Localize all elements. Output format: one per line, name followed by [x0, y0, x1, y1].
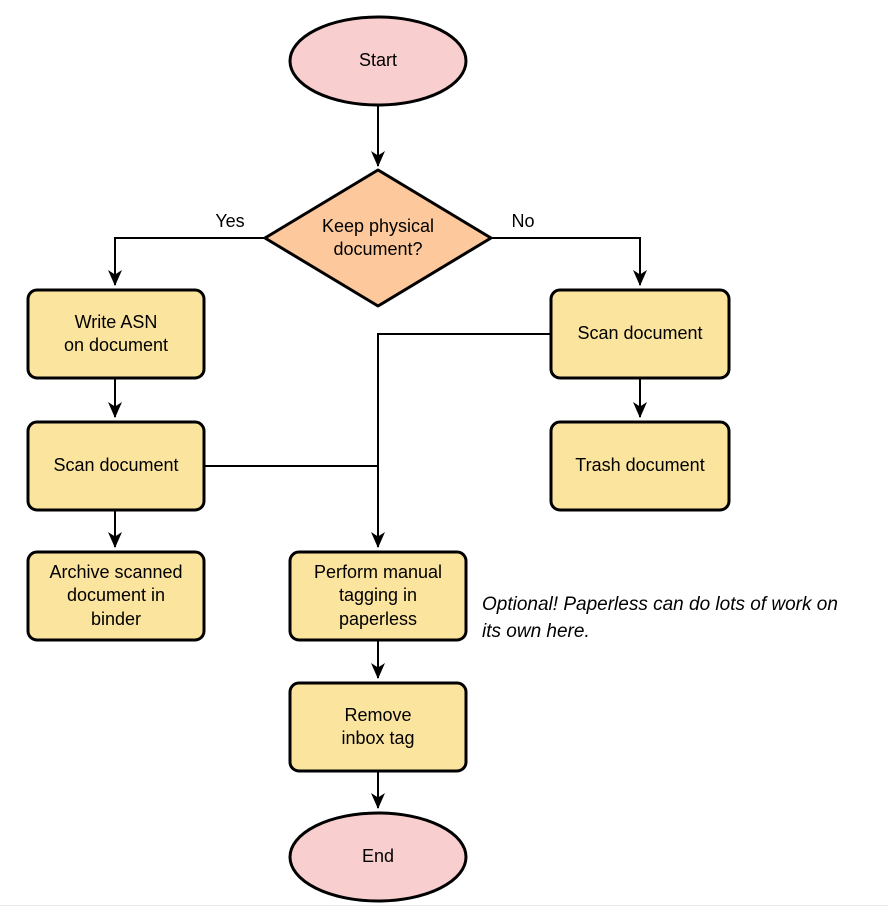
edge-scan-right-to-tagging	[371, 333, 551, 548]
edge-label-no: No	[495, 208, 551, 234]
optional-annotation: Optional! Paperless can do lots of work …	[482, 594, 838, 642]
scan-right-node-shape	[549, 288, 731, 380]
edge-label-yes: Yes	[200, 208, 260, 234]
start-node-shape	[288, 15, 468, 107]
edge-decision-no	[491, 237, 647, 286]
bottom-divider	[0, 905, 888, 906]
end-node-shape	[288, 811, 468, 903]
decision-node-shape	[263, 168, 493, 308]
trash-node-shape	[549, 420, 731, 512]
write-asn-node-shape	[26, 288, 206, 380]
remove-inbox-node-shape	[288, 681, 468, 773]
archive-node-shape	[26, 550, 206, 642]
edge-decision-yes	[108, 237, 265, 286]
scan-left-node-shape	[26, 420, 206, 512]
tagging-node-shape	[288, 550, 468, 642]
